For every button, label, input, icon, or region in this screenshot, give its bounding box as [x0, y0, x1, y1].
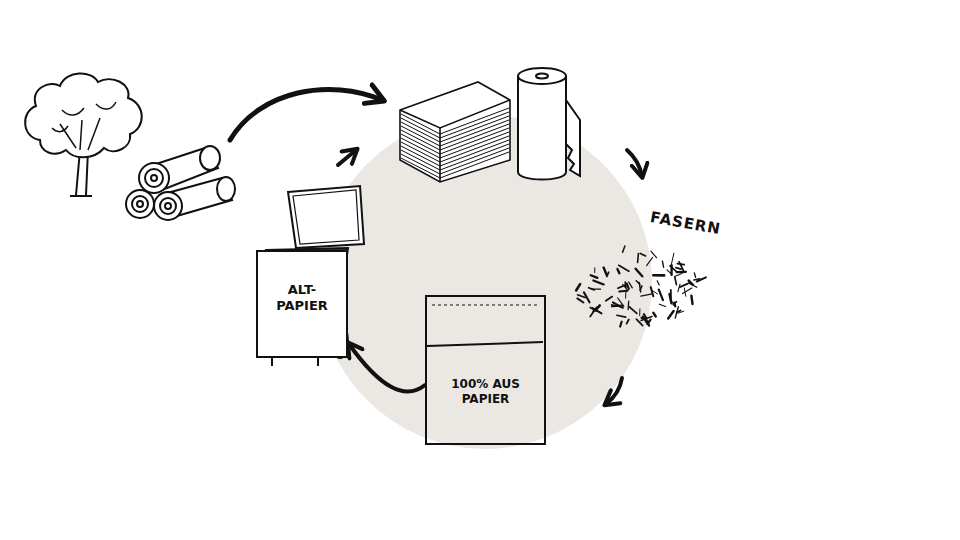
fiber-stroke — [617, 315, 626, 317]
step-label: FASERN — [649, 208, 722, 239]
fiber-stroke — [578, 295, 586, 298]
fiber-stroke — [627, 301, 629, 310]
fiber-stroke — [624, 282, 626, 287]
fiber-stroke — [627, 284, 629, 289]
fiber-stroke — [612, 305, 623, 308]
fiber-stroke — [617, 269, 619, 273]
fiber-stroke — [636, 319, 642, 326]
fiber-stroke — [637, 254, 639, 263]
fiber-stroke — [620, 322, 622, 327]
fiber-stroke — [593, 308, 602, 313]
fiber-stroke — [689, 281, 693, 285]
fiber-stroke — [670, 290, 672, 298]
fiber-stroke — [653, 313, 655, 317]
fiber-stroke — [607, 272, 609, 276]
node-label: ALT- PAPIER — [271, 282, 333, 315]
paper-stack-icon — [400, 82, 510, 182]
fiber-stroke — [677, 271, 686, 274]
fiber-stroke — [576, 284, 580, 291]
fiber-stroke — [594, 268, 595, 273]
fiber-stroke — [668, 311, 673, 319]
paper-edge — [401, 152, 509, 178]
flow-arrow — [338, 150, 356, 165]
fiber-stroke — [676, 268, 681, 269]
fiber-stroke — [694, 279, 700, 280]
fiber-stroke — [675, 273, 682, 276]
fiber-stroke — [619, 290, 627, 293]
fiber-stroke — [577, 298, 583, 302]
fiber-stroke — [651, 251, 657, 258]
fiber-stroke — [659, 290, 663, 301]
fiber-stroke — [623, 246, 625, 252]
fibers-icon — [576, 246, 706, 327]
fiber-stroke — [629, 307, 636, 314]
fiber-stroke — [629, 282, 633, 288]
fiber-stroke — [613, 302, 623, 307]
fiber-stroke — [647, 320, 650, 325]
fiber-stroke — [625, 292, 626, 298]
fiber-stroke — [653, 274, 664, 277]
fiber-stroke — [647, 257, 653, 265]
fiber-stroke — [591, 275, 598, 278]
fiber-stroke — [639, 309, 640, 316]
tree-icon — [25, 73, 142, 196]
fiber-stroke — [675, 277, 677, 285]
fiber-stroke — [671, 253, 674, 264]
flow-arrow — [349, 344, 425, 391]
fiber-stroke — [593, 280, 603, 284]
fiber-stroke — [639, 282, 641, 292]
flow-arrow — [606, 378, 622, 404]
fiber-stroke — [667, 270, 671, 274]
fiber-stroke — [679, 262, 683, 271]
fiber-stroke — [592, 289, 601, 290]
fiber-stroke — [652, 290, 657, 294]
fiber-stroke — [627, 320, 629, 324]
fiber-stroke — [680, 284, 688, 287]
fiber-stroke — [641, 294, 653, 296]
fiber-stroke — [675, 307, 678, 318]
logs-icon — [126, 146, 235, 220]
fiber-stroke — [606, 297, 612, 301]
paper-roll-icon — [518, 68, 580, 180]
flow-arrow — [230, 89, 382, 140]
fiber-stroke — [604, 268, 607, 276]
fiber-stroke — [694, 273, 695, 278]
fiber-stroke — [678, 284, 680, 291]
fiber-stroke — [657, 281, 659, 285]
fiber-stroke — [684, 288, 686, 296]
fiber-stroke — [651, 287, 654, 296]
fiber-stroke — [691, 296, 692, 304]
fiber-stroke — [619, 265, 629, 271]
fiber-stroke — [636, 269, 643, 277]
flow-arrow — [627, 150, 642, 176]
fiber-stroke — [659, 304, 665, 306]
bin-body: ALT- PAPIER — [256, 250, 348, 358]
paper-bag: 100% AUS PAPIER — [425, 295, 546, 445]
bag-details — [427, 305, 543, 346]
fiber-stroke — [662, 261, 663, 267]
fiber-stroke — [673, 302, 676, 305]
node-label: 100% AUS PAPIER — [441, 377, 531, 407]
paper-edge — [401, 148, 509, 174]
fiber-stroke — [640, 254, 645, 256]
